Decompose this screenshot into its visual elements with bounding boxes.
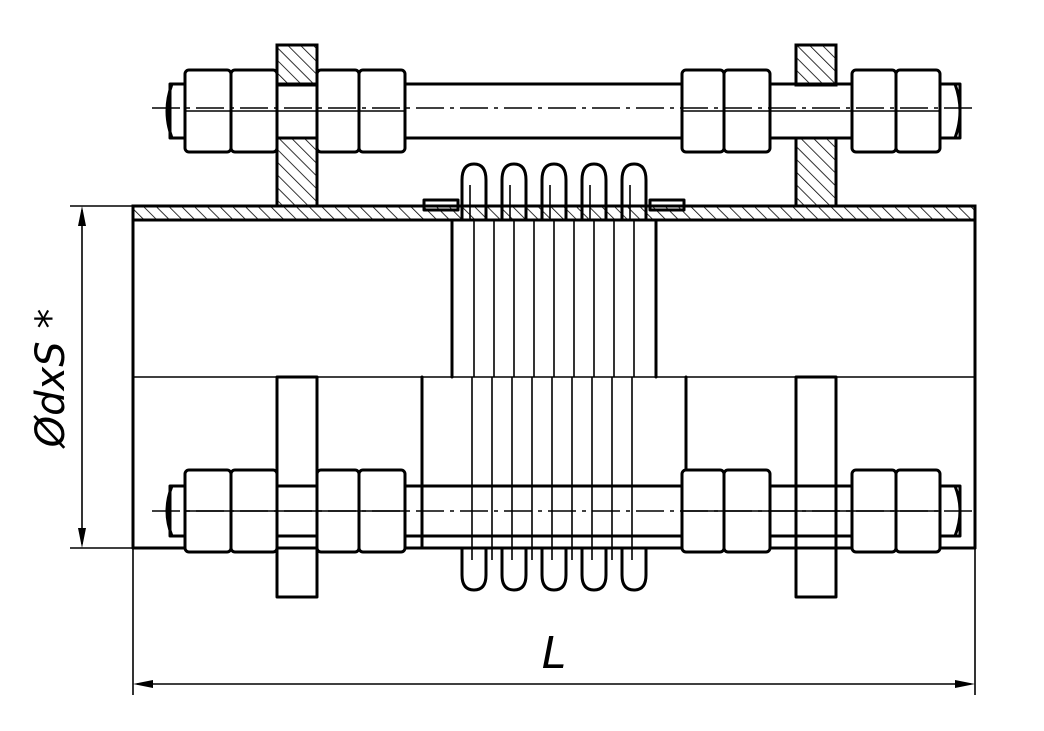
length-dimension: L: [132, 548, 976, 695]
rod-end-right-top: [938, 82, 962, 140]
flange-lug-right-top: [794, 43, 838, 208]
tie-rod-top: [152, 43, 972, 208]
tie-rod-bottom: [152, 375, 972, 599]
rod-end-left-bottom: [165, 484, 187, 538]
length-label: L: [542, 628, 567, 679]
rod-end-right-bottom: [938, 484, 962, 538]
nuts-top: [183, 68, 942, 154]
bellows: [420, 162, 688, 592]
flange-lug-left-top: [275, 43, 319, 208]
diameter-dimension: ØdxS *: [28, 205, 133, 549]
bellows-convolutions-bottom: [460, 546, 648, 592]
bellows-plies: [450, 218, 658, 379]
rod-end-left-top: [165, 82, 187, 140]
bellows-end-ring-left: [422, 198, 460, 212]
bellows-end-ring-right: [648, 198, 686, 212]
bellows-lower-view: [420, 375, 688, 560]
diameter-label: ØdxS *: [28, 309, 74, 450]
bellows-convolutions-top: [460, 162, 648, 222]
